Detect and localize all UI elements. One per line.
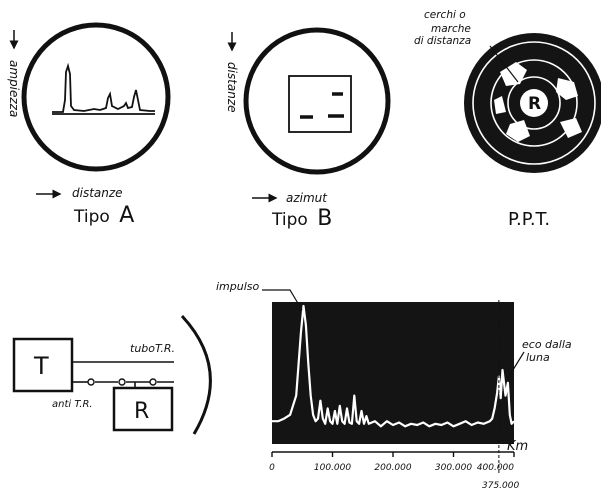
- tr-switch-mid: [118, 378, 126, 386]
- tipo-a-caption-word: Tipo: [73, 207, 110, 227]
- marker-label: 375.000: [482, 481, 519, 491]
- display-ppt: R cerchi o marche di distanza P.P.T.: [414, 9, 601, 230]
- ppt-center-letter: R: [528, 94, 541, 114]
- receiver-label: R: [134, 399, 149, 424]
- tipo-a-vertical-label: ampiezza: [7, 60, 21, 117]
- ppt-echo-patch-3: [506, 120, 530, 142]
- antenna-reflector: [180, 314, 212, 435]
- tipo-b-scan-box: [288, 75, 352, 133]
- echo-label-line-2: luna: [526, 351, 550, 364]
- ppt-annotation-line-3: di distanza: [414, 35, 471, 47]
- ppt-annotation: cerchi o marche di distanza: [414, 9, 474, 47]
- tipo-a-trace: [52, 62, 155, 113]
- display-tipo-a: ampiezza distanze Tipo A: [7, 22, 171, 228]
- tube-label: tuboT.R.: [130, 342, 175, 355]
- ppt-echo-patch-5: [494, 96, 506, 114]
- tipo-b-caption: Tipo B: [271, 206, 332, 231]
- distance-tick-label: 400.000: [477, 463, 514, 473]
- ppt-range-ring-middle: [490, 59, 578, 147]
- distance-tick-label: 300.000: [435, 463, 472, 473]
- pulse-leader: [262, 289, 303, 311]
- ppt-annotation-line-2: marche: [431, 23, 471, 35]
- ppt-range-ring-outer: [472, 41, 596, 165]
- tipo-b-horizontal-label: azimut: [286, 191, 328, 205]
- transmitter-box: [12, 337, 74, 393]
- transmitter-label: T: [33, 352, 49, 380]
- receiver-box: [112, 386, 174, 432]
- distance-tick-label: 200.000: [374, 463, 411, 473]
- ppt-echo-patch-2: [556, 78, 578, 100]
- ppt-center-disk: [520, 89, 548, 117]
- ppt-caption: P.P.T.: [508, 209, 550, 230]
- oscillogram-trace: [272, 304, 515, 428]
- distance-tick-label: 0: [269, 463, 275, 473]
- anti-tr-label: anti T.R.: [52, 399, 93, 410]
- tipo-b-screen: [243, 27, 391, 175]
- ppt-echo-patch-4: [560, 118, 582, 138]
- ppt-annotation-leader: [489, 45, 519, 83]
- echo-label-line-1: eco dalla: [522, 338, 572, 351]
- ppt-range-ring-inner: [507, 76, 561, 130]
- tipo-a-screen: [21, 22, 171, 172]
- tipo-b-vertical-label: distanze: [225, 62, 239, 113]
- axis-unit-label: Km: [507, 439, 528, 454]
- distance-axis-ticks: 0 100.000 200.000 300.000 400.000: [269, 452, 515, 473]
- display-tipo-b: distanze azimut Tipo B: [225, 27, 391, 231]
- circuit-diagram: T R tuboT.R. anti T.R.: [12, 314, 212, 435]
- tipo-b-caption-letter: B: [317, 206, 332, 231]
- tipo-a-caption-letter: A: [119, 203, 134, 228]
- pulse-label: impulso: [216, 280, 260, 293]
- distance-tick-label: 100.000: [314, 463, 351, 473]
- echo-label: eco dalla luna: [522, 338, 575, 364]
- ppt-annotation-line-1: cerchi o: [424, 9, 466, 21]
- echo-leader: [507, 351, 525, 379]
- tr-switch-right: [149, 378, 157, 386]
- moon-echo-oscillogram: 0 100.000 200.000 300.000 400.000 Km 375.000…: [216, 280, 575, 491]
- anti-tr-switch-left: [87, 378, 95, 386]
- tipo-b-caption-word: Tipo: [271, 210, 308, 230]
- tipo-a-horizontal-label: distanze: [72, 186, 123, 200]
- tipo-a-caption: Tipo A: [73, 203, 134, 228]
- oscillogram-screen: [272, 302, 514, 444]
